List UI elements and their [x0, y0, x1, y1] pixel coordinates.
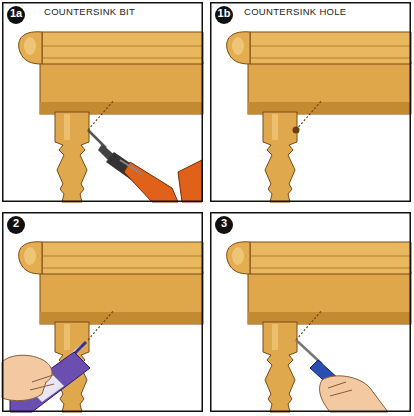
- panel-heading: COUNTERSINK HOLE: [244, 6, 346, 18]
- step-panel: [210, 212, 411, 412]
- callout-number: 1a: [6, 4, 26, 22]
- callout-number: 1b: [214, 4, 234, 22]
- step-panel: [2, 2, 203, 202]
- callout-number: 2: [6, 214, 26, 232]
- callout-number: 3: [214, 214, 234, 232]
- step-panel: [2, 212, 203, 412]
- step-panel: [210, 2, 411, 202]
- panel-heading: COUNTERSINK BIT: [44, 6, 135, 18]
